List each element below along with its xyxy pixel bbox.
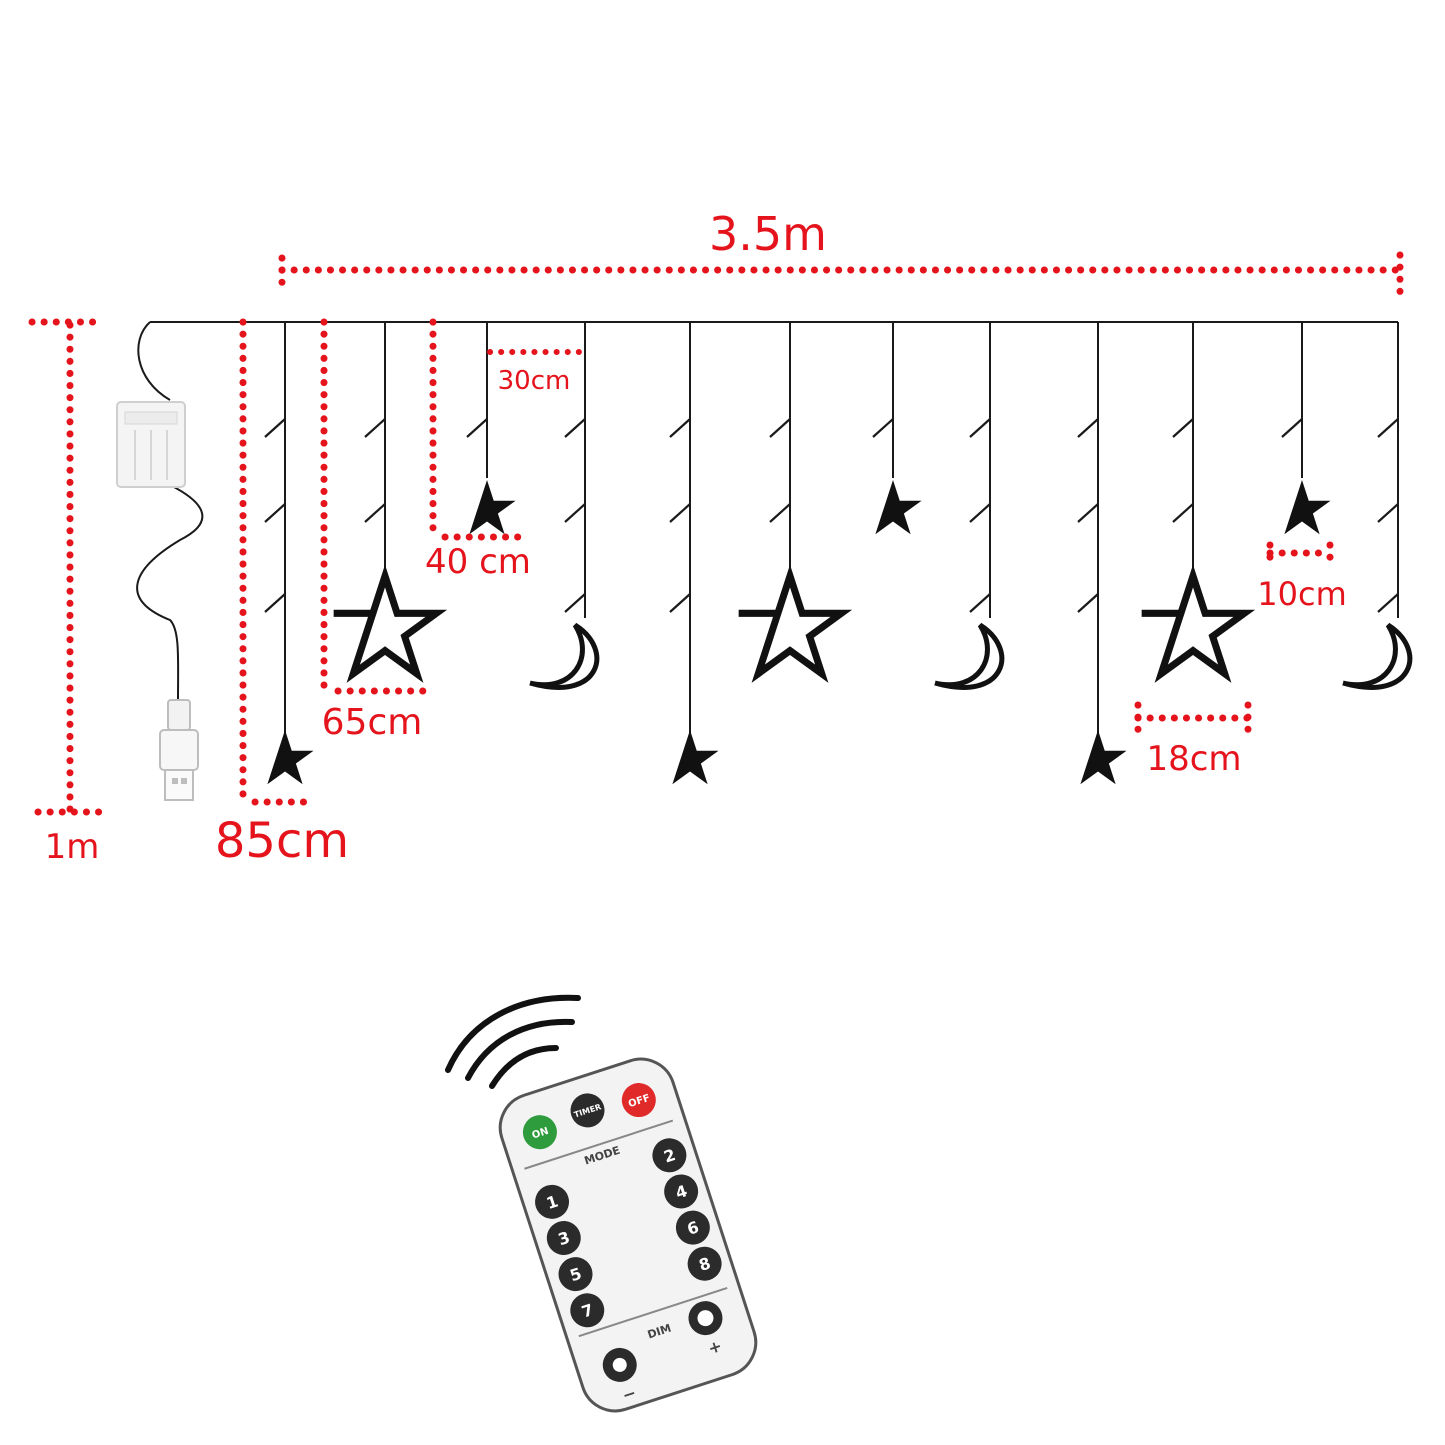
led-bulb [564, 418, 586, 438]
mode-button-label: 7 [579, 1300, 595, 1322]
lead-wire [136, 321, 204, 701]
led-bulb [564, 593, 586, 613]
led-bulb [1377, 418, 1399, 438]
led-bulb [1077, 418, 1099, 438]
spacing-dim-label: 30cm [498, 366, 571, 396]
led-bulb [669, 503, 691, 523]
solid-star-icon [1273, 480, 1331, 535]
led-bulb [264, 503, 286, 523]
led-bulb [969, 503, 991, 523]
led-bulb [769, 418, 791, 438]
dim-minus-label: − [620, 1383, 639, 1405]
large-shape-dim-label: 18cm [1146, 739, 1241, 779]
led-bulb [669, 593, 691, 613]
mode-button-label: 2 [661, 1145, 677, 1167]
led-bulb [969, 593, 991, 613]
mode-buttons: 1 2 3 4 5 6 7 8 [531, 1134, 726, 1332]
light-strand [458, 322, 516, 535]
solid-star-icon [458, 480, 516, 535]
light-strand [934, 322, 1005, 690]
led-bulb [466, 418, 488, 438]
moon-icon [934, 622, 1005, 690]
led-bulb [1377, 593, 1399, 613]
mode-button-7[interactable]: 7 [566, 1289, 609, 1332]
light-strand [529, 322, 600, 690]
mode-button-label: 8 [697, 1253, 713, 1275]
battery-box [116, 401, 186, 488]
led-bulb [1172, 503, 1194, 523]
led-bulb [564, 503, 586, 523]
off-button[interactable]: OFF [617, 1079, 660, 1122]
mode-button-3[interactable]: 3 [542, 1217, 585, 1260]
solid-star-icon [1069, 730, 1127, 785]
led-bulb [769, 503, 791, 523]
width-dim-label: 3.5m [709, 207, 827, 261]
led-bulb [872, 418, 894, 438]
strand-85-dim-label: 85cm [215, 813, 349, 869]
led-bulb [364, 503, 386, 523]
led-bulb [1281, 418, 1303, 438]
mode-button-8[interactable]: 8 [683, 1242, 726, 1285]
strand-65-dim-label: 65cm [322, 702, 423, 743]
height-dim-label: 1m [45, 827, 100, 867]
on-button[interactable]: ON [518, 1111, 561, 1154]
mode-button-label: 4 [673, 1181, 689, 1203]
outline-star-icon [1142, 576, 1245, 674]
light-strand [1142, 322, 1245, 674]
mode-button-5[interactable]: 5 [554, 1253, 597, 1296]
mode-button-label: 1 [544, 1192, 560, 1214]
solid-star-icon [661, 730, 719, 785]
led-bulb [1377, 503, 1399, 523]
small-star-dim-label: 10cm [1257, 575, 1346, 613]
mode-button-4[interactable]: 4 [660, 1170, 703, 1213]
light-strand [1273, 322, 1331, 535]
solid-star-icon [864, 480, 922, 535]
light-strand [334, 322, 437, 674]
mode-button-2[interactable]: 2 [648, 1134, 691, 1177]
led-bulb [669, 418, 691, 438]
light-strand [739, 322, 842, 674]
light-strand [1069, 322, 1127, 785]
outline-star-icon [334, 576, 437, 674]
mode-button-label: 3 [556, 1228, 572, 1250]
mode-button-1[interactable]: 1 [531, 1180, 574, 1223]
led-bulb [264, 593, 286, 613]
dim-down-button[interactable] [598, 1343, 641, 1386]
led-bulb [364, 418, 386, 438]
moon-icon [529, 622, 600, 690]
led-bulb [1077, 503, 1099, 523]
light-strand [864, 322, 922, 535]
svg-text:ON: ON [531, 1126, 550, 1142]
led-bulb [969, 418, 991, 438]
dim-plus-label: + [706, 1336, 725, 1358]
solid-star-icon [256, 730, 314, 785]
moon-icon [1342, 622, 1413, 690]
light-strand [256, 322, 314, 785]
mode-button-6[interactable]: 6 [671, 1206, 714, 1249]
light-strand [1342, 322, 1413, 690]
outline-star-icon [739, 576, 842, 674]
mode-button-label: 5 [567, 1264, 583, 1286]
dim-up-button[interactable] [684, 1297, 727, 1340]
light-strands [256, 322, 1413, 785]
remote-signal-icon [445, 994, 581, 1089]
led-bulb [1172, 418, 1194, 438]
led-bulb [1077, 593, 1099, 613]
light-strand [661, 322, 719, 785]
usb-plug-icon [159, 699, 199, 801]
timer-button[interactable]: TIMER [566, 1089, 609, 1132]
led-bulb [264, 418, 286, 438]
strand-40-dim-label: 40 cm [425, 542, 531, 582]
mode-button-label: 6 [685, 1217, 701, 1239]
